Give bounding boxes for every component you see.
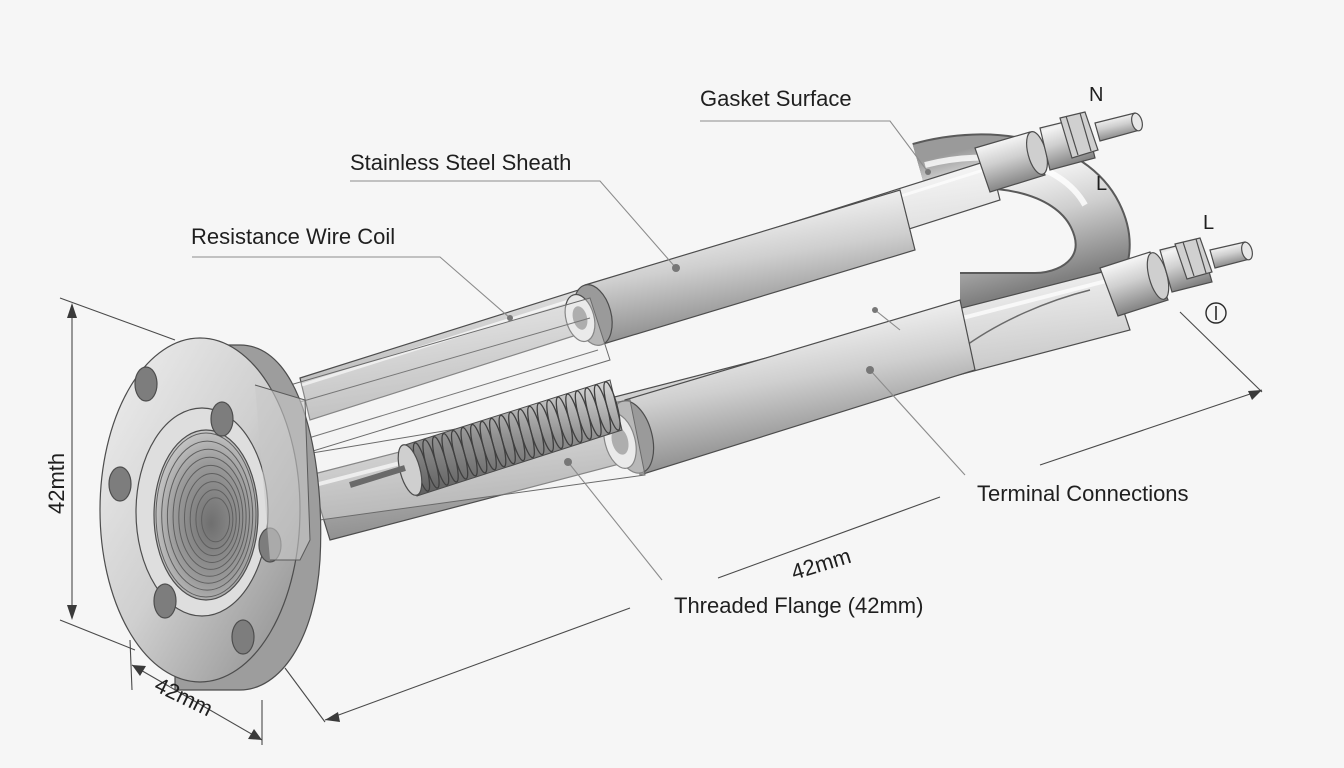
- terminal-labels: N L L: [1089, 84, 1227, 324]
- callout-labels: Gasket Surface Stainless Steel Sheath Re…: [191, 86, 1189, 618]
- terminal-label-l-lower: L: [1203, 212, 1214, 234]
- label-gasket-surface: Gasket Surface: [700, 86, 852, 111]
- lower-terminal: [1099, 237, 1253, 317]
- upper-terminal: [974, 111, 1143, 193]
- thread-ring: [195, 489, 234, 550]
- coil-turn: [603, 381, 621, 431]
- terminal-label-l-upper: L: [1096, 173, 1107, 195]
- ground-symbol-icon: [1205, 302, 1227, 324]
- thread-ring: [172, 456, 247, 577]
- thread-ring: [189, 481, 237, 557]
- thread-ring: [161, 440, 254, 591]
- label-threaded-flange: Threaded Flange (42mm): [674, 593, 923, 618]
- threaded-flange: [99, 337, 322, 691]
- dimension-lines: [59, 297, 1263, 745]
- resistance-wire-coil: [349, 379, 623, 497]
- thread-ring: [184, 473, 240, 563]
- thread-ring: [201, 497, 231, 543]
- leader-lines: [192, 120, 966, 581]
- dimension-height: 42mth: [44, 453, 69, 514]
- sheath-segment-upper: [564, 189, 916, 346]
- label-terminal-connections: Terminal Connections: [977, 481, 1189, 506]
- thread-ring: [155, 432, 257, 598]
- label-stainless-steel-sheath: Stainless Steel Sheath: [350, 150, 571, 175]
- thread-ring: [166, 448, 250, 584]
- terminal-label-n: N: [1089, 84, 1103, 106]
- label-resistance-wire-coil: Resistance Wire Coil: [191, 224, 395, 249]
- threaded-bore: [153, 429, 259, 601]
- thread-ring: [178, 464, 244, 570]
